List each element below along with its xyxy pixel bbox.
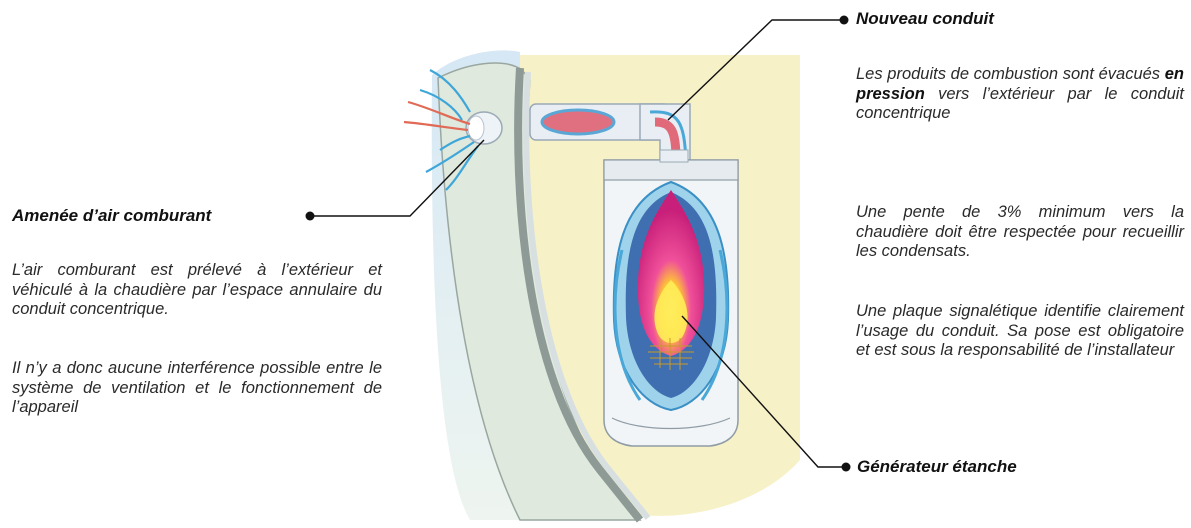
- leader-bottom-dot: [842, 463, 851, 472]
- callout-left-paragraph-1: L’air comburant est prélevé à l’extérieu…: [12, 261, 382, 320]
- callout-top-right-paragraph-2: Une pente de 3% minimum vers la chaudièr…: [856, 203, 1184, 262]
- callout-left-paragraph-2: Il n’y a donc aucune interférence possib…: [12, 359, 382, 418]
- leader-left-dot: [306, 212, 315, 221]
- boiler-top-plate: [604, 160, 738, 180]
- callout-top-right-title: Nouveau conduit: [856, 9, 994, 29]
- callout-left-title: Amenée d’air comburant: [12, 206, 211, 226]
- leader-top-dot: [840, 16, 849, 25]
- callout-bottom-right-title: Générateur étanche: [857, 457, 1017, 477]
- boiler-top-spout: [660, 150, 688, 162]
- flue-exhaust-band: [542, 110, 614, 134]
- callout-top-right-paragraph-3: Une plaque signalétique identifie claire…: [856, 302, 1184, 361]
- callout-top-right-paragraph-1: Les produits de combustion sont évacués …: [856, 65, 1184, 124]
- callout-top-right-text-a: Les produits de combustion sont évacués: [856, 65, 1165, 83]
